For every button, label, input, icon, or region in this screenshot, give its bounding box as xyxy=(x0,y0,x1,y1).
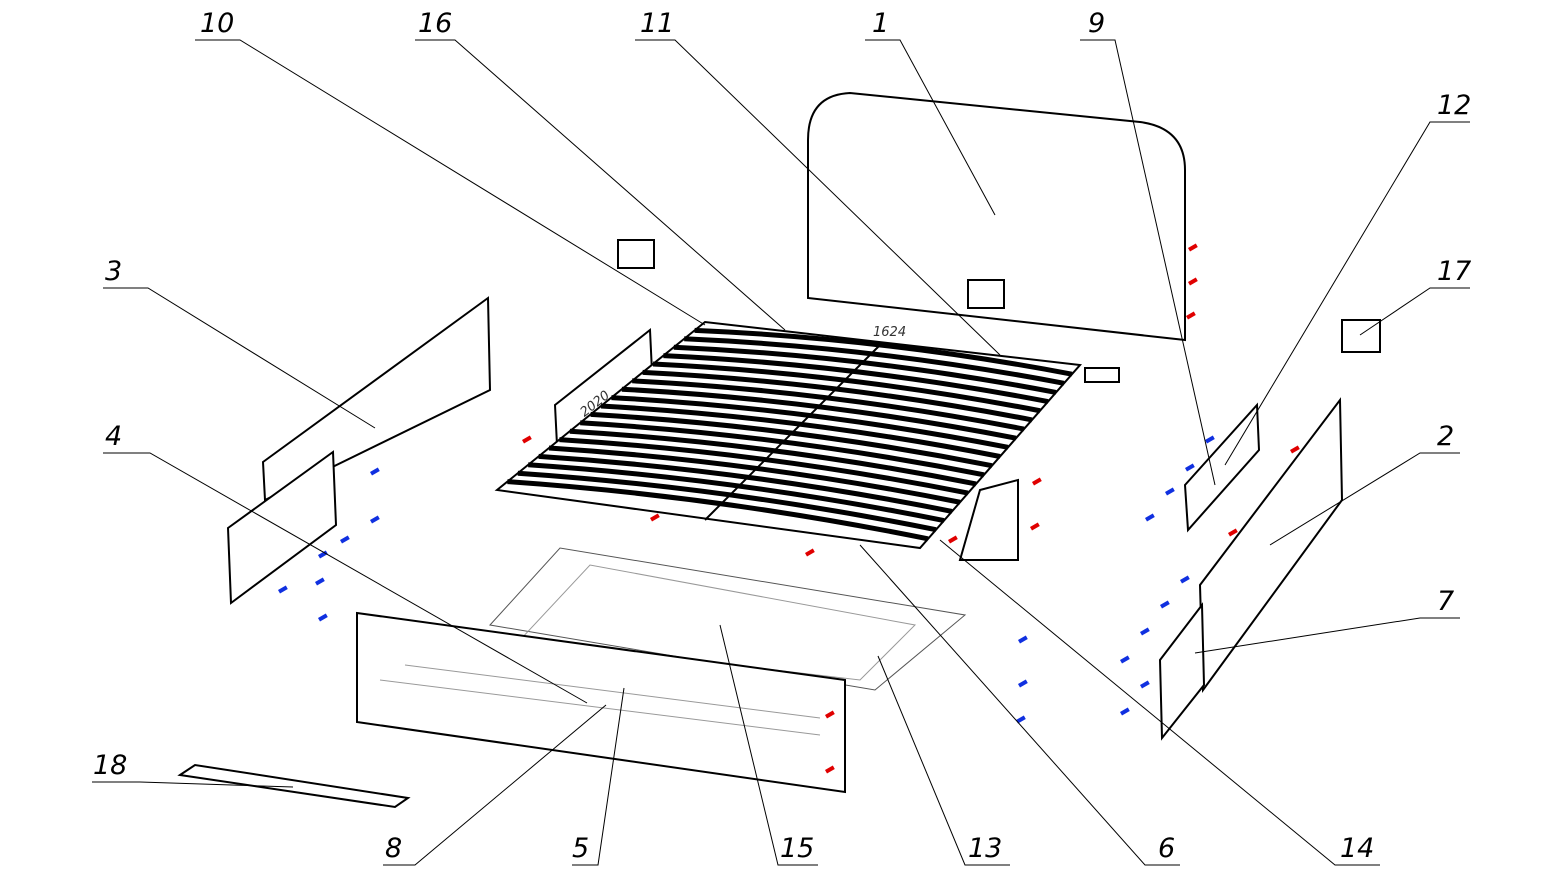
slat xyxy=(663,353,1049,405)
callout-13: 13 xyxy=(968,833,1002,864)
fastener xyxy=(1140,680,1150,689)
callout-2: 2 xyxy=(1437,421,1454,452)
slat xyxy=(642,369,1033,423)
callout-labels: 10 16 11 1 9 12 17 3 4 2 7 18 8 5 15 13 … xyxy=(93,8,1471,864)
slat xyxy=(652,361,1041,414)
callout-16: 16 xyxy=(418,8,452,39)
slat xyxy=(528,462,945,524)
panel-7 xyxy=(1158,602,1206,741)
panel-left-small xyxy=(226,450,338,605)
callout-10: 10 xyxy=(200,8,234,39)
callout-18: 18 xyxy=(93,750,127,781)
fastener xyxy=(948,535,958,544)
panel-9 xyxy=(1183,402,1261,533)
fastener xyxy=(825,765,835,774)
fastener xyxy=(315,577,325,586)
slat xyxy=(673,344,1057,395)
callout-5: 5 xyxy=(572,833,589,864)
slat xyxy=(548,445,961,505)
fastener xyxy=(1120,707,1130,716)
fastener xyxy=(1120,655,1130,664)
fastener xyxy=(1188,277,1198,286)
callout-17: 17 xyxy=(1437,256,1471,287)
slat xyxy=(694,327,1073,377)
fastener xyxy=(522,435,532,444)
drawer xyxy=(356,547,967,794)
fasteners xyxy=(278,243,1300,774)
callout-7: 7 xyxy=(1437,586,1454,617)
callout-15: 15 xyxy=(780,833,814,864)
callout-14: 14 xyxy=(1340,833,1374,864)
fastener xyxy=(370,467,380,476)
fastener xyxy=(1290,445,1300,454)
callout-12: 12 xyxy=(1437,90,1471,121)
fastener xyxy=(1016,715,1026,724)
callout-8: 8 xyxy=(385,833,402,864)
bracket xyxy=(967,279,1005,309)
fastener xyxy=(278,585,288,594)
slat xyxy=(559,437,969,496)
callout-6: 6 xyxy=(1158,833,1175,864)
callout-1: 1 xyxy=(872,8,889,39)
fastener xyxy=(318,550,328,559)
callout-3: 3 xyxy=(105,256,122,287)
leader-lines xyxy=(92,39,1470,866)
fastener xyxy=(1030,522,1040,531)
callout-4: 4 xyxy=(105,421,122,452)
fastener xyxy=(1018,635,1028,644)
fastener xyxy=(1160,600,1170,609)
slat xyxy=(507,479,929,542)
fastener xyxy=(1205,435,1215,444)
fastener xyxy=(340,535,350,544)
fastener xyxy=(825,710,835,719)
callout-9: 9 xyxy=(1088,8,1105,39)
slat xyxy=(517,470,937,533)
fastener xyxy=(1185,463,1195,472)
headboard xyxy=(807,91,1186,342)
fastener xyxy=(1018,679,1028,688)
corner-bracket xyxy=(617,239,655,269)
fastener xyxy=(1032,477,1042,486)
fastener xyxy=(805,548,815,557)
fastener xyxy=(1145,513,1155,522)
slat xyxy=(538,453,953,514)
slat xyxy=(684,336,1065,386)
fastener xyxy=(1165,487,1175,496)
callout-11: 11 xyxy=(640,8,674,39)
fastener xyxy=(1188,243,1198,252)
fastener xyxy=(318,613,328,622)
fastener xyxy=(370,515,380,524)
fastener xyxy=(1180,575,1190,584)
dim-width: 1624 xyxy=(873,325,906,340)
fastener xyxy=(1186,311,1196,320)
fastener xyxy=(1228,528,1238,537)
slat-frame: 1624 xyxy=(494,320,1120,561)
side-panel-left xyxy=(261,296,492,502)
front-panel xyxy=(356,611,846,794)
strip-18 xyxy=(177,763,411,809)
fastener xyxy=(650,513,660,522)
fastener xyxy=(1140,627,1150,636)
slat xyxy=(569,428,977,487)
